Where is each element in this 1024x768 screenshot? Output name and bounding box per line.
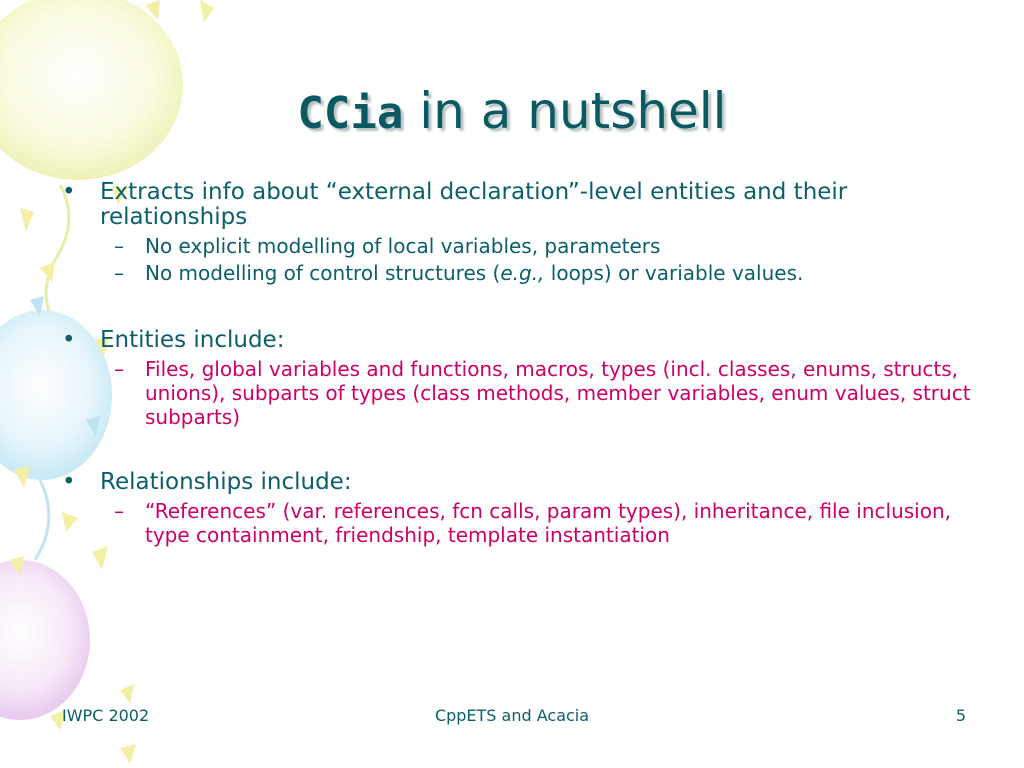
bullet-text: Entities include: [100, 327, 285, 353]
sub-bullet-item: – No modelling of control structures (e.… [100, 261, 992, 285]
slide-title-code: CCia [297, 88, 404, 139]
sub-bullet-marker: – [114, 234, 124, 258]
footer-conference: IWPC 2002 [62, 706, 150, 725]
bullet-text: Relationships include: [100, 469, 352, 495]
slide-body: • Extracts info about “external declarat… [62, 180, 992, 550]
yellow-balloon [0, 0, 183, 331]
sub-bullet-text-pre: No modelling of control structures ( [145, 261, 501, 285]
confetti-blue-decoration [30, 296, 100, 436]
sub-bullet-text-emphasis: e.g., [500, 261, 545, 285]
pink-balloon [0, 560, 90, 720]
sub-bullet-item: – Files, global variables and functions,… [100, 357, 992, 429]
confetti-decoration [10, 0, 214, 764]
footer-presentation-title: CppETS and Acacia [434, 706, 590, 725]
bullet-item: • Extracts info about “external declarat… [62, 180, 992, 230]
bullet-marker: • [62, 327, 76, 353]
slide-title: CCia in a nutshell [0, 82, 1024, 140]
sub-bullet-text: No explicit modelling of local variables… [145, 234, 661, 258]
sub-bullet-marker: – [114, 357, 124, 381]
sub-bullet-text: “References” (var. references, fcn calls… [145, 499, 951, 547]
sub-bullet-marker: – [114, 261, 124, 285]
sub-bullet-text: Files, global variables and functions, m… [145, 357, 971, 429]
sub-bullet-text-post: loops) or variable values. [544, 261, 804, 285]
bullet-item: • Relationships include: [62, 470, 992, 495]
sub-bullet-item: – “References” (var. references, fcn cal… [100, 499, 992, 547]
footer-page-number: 5 [955, 706, 966, 725]
blue-balloon [0, 310, 112, 561]
bullet-marker: • [62, 179, 76, 205]
bullet-item: • Entities include: [62, 328, 992, 353]
bullet-marker: • [62, 469, 76, 495]
sub-bullet-item: – No explicit modelling of local variabl… [100, 234, 992, 258]
sub-bullet-marker: – [114, 499, 124, 523]
bullet-text: Extracts info about “external declaratio… [100, 179, 848, 230]
slide-title-rest: in a nutshell [403, 82, 727, 140]
